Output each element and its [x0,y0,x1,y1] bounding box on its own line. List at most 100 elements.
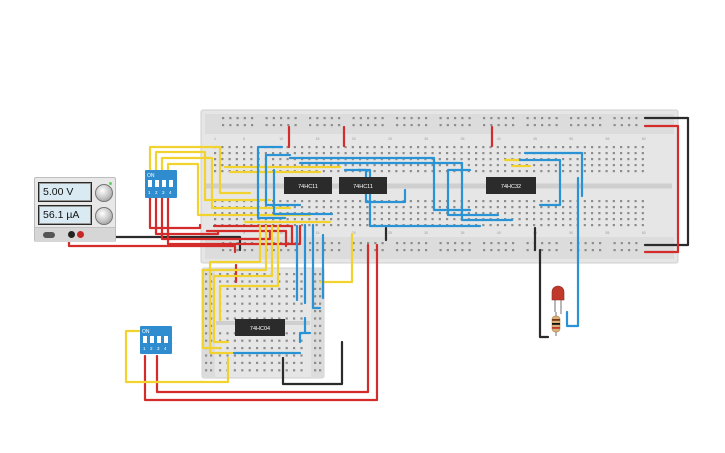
breadboard-hole[interactable] [562,218,565,221]
breadboard-hole[interactable] [525,224,528,227]
breadboard-hole[interactable] [489,146,492,149]
breadboard-hole[interactable] [278,361,281,364]
breadboard-hole[interactable] [359,218,362,221]
breadboard-hole[interactable] [294,117,297,120]
breadboard-hole[interactable] [388,146,391,149]
breadboard-hole[interactable] [272,164,275,167]
breadboard-hole[interactable] [263,280,266,283]
breadboard-hole[interactable] [308,200,311,203]
breadboard-hole[interactable] [308,224,311,227]
dip-toggle[interactable] [162,180,166,187]
breadboard-hole[interactable] [330,218,333,221]
breadboard-hole[interactable] [264,212,267,215]
breadboard-hole[interactable] [533,170,536,173]
breadboard-hole[interactable] [366,146,369,149]
breadboard-hole[interactable] [293,332,296,335]
breadboard-hole[interactable] [555,124,558,127]
breadboard-hole[interactable] [301,224,304,227]
breadboard-hole[interactable] [554,218,557,221]
breadboard-hole[interactable] [351,212,354,215]
breadboard-hole[interactable] [612,164,615,167]
breadboard-hole[interactable] [555,249,558,252]
breadboard-hole[interactable] [613,249,616,252]
breadboard-hole[interactable] [591,117,594,120]
breadboard-hole[interactable] [605,224,608,227]
breadboard-hole[interactable] [402,152,405,155]
breadboard-hole[interactable] [380,170,383,173]
breadboard-hole[interactable] [424,218,427,221]
breadboard-hole[interactable] [598,200,601,203]
breadboard-hole[interactable] [496,152,499,155]
breadboard-hole[interactable] [490,117,493,120]
breadboard-hole[interactable] [300,369,303,372]
breadboard-hole[interactable] [270,317,273,320]
breadboard-hole[interactable] [256,369,259,372]
breadboard-hole[interactable] [205,332,208,335]
breadboard-hole[interactable] [635,242,638,245]
breadboard-hole[interactable] [409,206,412,209]
breadboard-hole[interactable] [272,218,275,221]
breadboard-hole[interactable] [293,295,296,298]
breadboard-hole[interactable] [612,218,615,221]
breadboard-hole[interactable] [214,200,217,203]
breadboard-hole[interactable] [214,218,217,221]
breadboard-hole[interactable] [482,224,485,227]
breadboard-hole[interactable] [286,164,289,167]
breadboard-hole[interactable] [620,158,623,161]
breadboard-hole[interactable] [300,280,303,283]
breadboard-hole[interactable] [236,124,239,127]
breadboard-hole[interactable] [634,200,637,203]
breadboard-hole[interactable] [591,249,594,252]
breadboard-hole[interactable] [583,206,586,209]
breadboard-hole[interactable] [453,158,456,161]
breadboard-hole[interactable] [222,117,225,120]
breadboard-hole[interactable] [612,170,615,173]
breadboard-hole[interactable] [219,280,222,283]
breadboard-hole[interactable] [330,124,333,127]
breadboard-hole[interactable] [410,249,413,252]
breadboard-hole[interactable] [219,339,222,342]
breadboard-hole[interactable] [285,369,288,372]
breadboard-hole[interactable] [263,361,266,364]
breadboard-hole[interactable] [511,206,514,209]
breadboard-hole[interactable] [424,152,427,155]
breadboard-hole[interactable] [322,164,325,167]
breadboard-hole[interactable] [293,224,296,227]
breadboard-hole[interactable] [263,369,266,372]
breadboard-hole[interactable] [205,354,208,357]
breadboard-hole[interactable] [490,249,493,252]
breadboard-hole[interactable] [628,124,631,127]
breadboard-hole[interactable] [319,273,322,276]
breadboard-hole[interactable] [489,152,492,155]
breadboard-hole[interactable] [366,206,369,209]
breadboard-hole[interactable] [243,158,246,161]
breadboard-hole[interactable] [293,347,296,350]
breadboard-hole[interactable] [504,206,507,209]
breadboard-hole[interactable] [308,206,311,209]
breadboard-hole[interactable] [337,206,340,209]
breadboard-hole[interactable] [338,124,341,127]
breadboard-hole[interactable] [504,164,507,167]
breadboard-hole[interactable] [409,212,412,215]
breadboard-hole[interactable] [309,124,312,127]
breadboard-hole[interactable] [314,369,317,372]
breadboard-hole[interactable] [583,218,586,221]
breadboard-hole[interactable] [641,158,644,161]
breadboard-hole[interactable] [468,117,471,120]
breadboard-hole[interactable] [270,302,273,305]
breadboard-hole[interactable] [533,200,536,203]
breadboard-hole[interactable] [409,218,412,221]
breadboard-hole[interactable] [605,152,608,155]
breadboard-hole[interactable] [620,164,623,167]
breadboard-hole[interactable] [627,146,630,149]
breadboard-hole[interactable] [562,164,565,167]
breadboard-hole[interactable] [576,146,579,149]
breadboard-hole[interactable] [293,206,296,209]
breadboard-hole[interactable] [612,212,615,215]
breadboard-hole[interactable] [482,212,485,215]
breadboard-hole[interactable] [438,170,441,173]
dip-toggle[interactable] [157,336,161,343]
breadboard-hole[interactable] [468,249,471,252]
breadboard-hole[interactable] [319,361,322,364]
breadboard-hole[interactable] [396,242,399,245]
